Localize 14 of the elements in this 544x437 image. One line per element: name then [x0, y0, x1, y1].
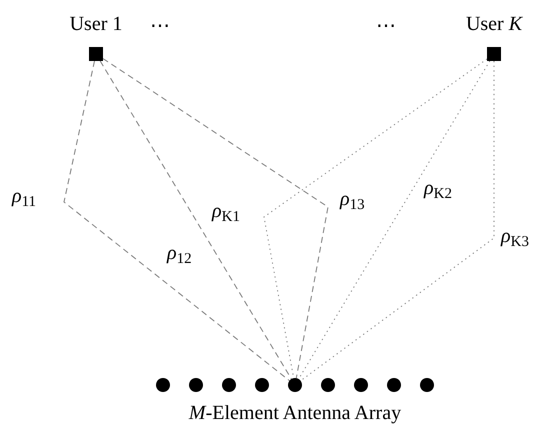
- ellipsis-label: ⋯: [150, 14, 170, 38]
- dashed-link-line: [100, 60, 292, 380]
- edge-label: ρ$_{11}$: [12, 186, 36, 206]
- user-label: User K: [466, 12, 522, 36]
- dashed-link-line: [64, 60, 290, 382]
- user-label: User 1: [70, 12, 122, 36]
- edge-label: ρ$_{12}$: [167, 243, 192, 263]
- ellipsis-label: ⋯: [376, 14, 396, 38]
- dashed-link-line: [102, 58, 328, 379]
- array-label: M-Element Antenna Array: [188, 401, 402, 426]
- edge-label: ρ$_{13}$: [340, 189, 365, 209]
- edge-label: ρ$_{K1}$: [212, 201, 240, 221]
- edge-label: ρ$_{K3}$: [501, 226, 529, 246]
- edge-label: ρ$_{K2}$: [424, 178, 452, 198]
